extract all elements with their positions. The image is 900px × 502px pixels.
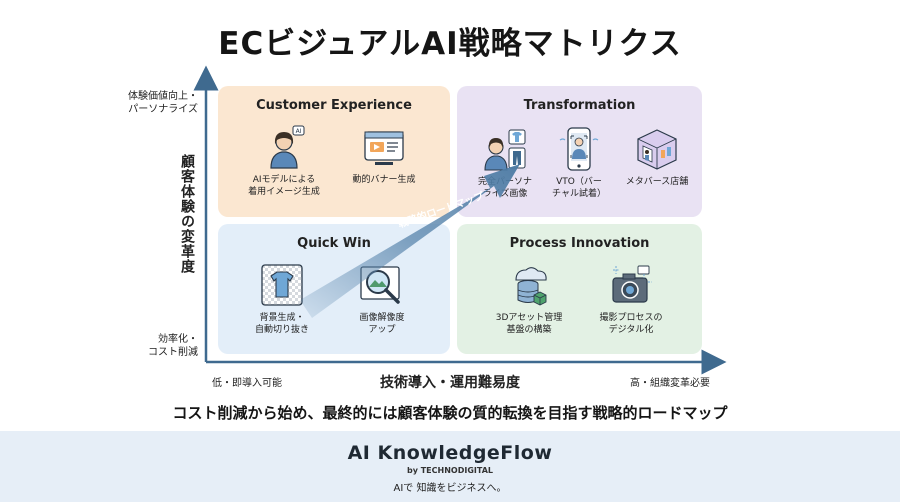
quadrant-title: Customer Experience — [256, 98, 412, 113]
quadrant-title: Quick Win — [297, 236, 371, 251]
metaverse-store-icon — [637, 129, 677, 170]
quadrant-title: Transformation — [523, 98, 636, 113]
quadrant-customer-experience: Customer Experience AI AIモデルによる 着用イメージ生成… — [218, 86, 450, 217]
x-axis-right-label: 高・組織変革必要 — [630, 378, 710, 389]
dynamic-banner-icon — [364, 131, 404, 165]
cloud-database-icon — [515, 267, 547, 306]
item-digital-photography: 撮影プロセスの デジタル化 — [585, 262, 677, 336]
personalized-outfit-icon — [484, 129, 526, 171]
item-image-upscale: 画像解像度 アップ — [336, 262, 428, 336]
item-label: 動的バナー生成 — [352, 175, 416, 185]
quadrant-process-innovation: Process Innovation 3Dアセット管理 基盤の構築 撮影プロセス… — [457, 224, 702, 354]
brand-byline: by TECHNODIGITAL — [407, 466, 493, 475]
image-upscale-magnifier-icon — [360, 266, 400, 304]
brand-name: AI KnowledgeFlow — [347, 442, 553, 464]
quadrant-transformation: Transformation 完全パーソナ ライズ画像 VTO（バー — [457, 86, 702, 217]
tshirt-cutout-icon — [261, 264, 303, 306]
y-axis-title: 顧客体験の変革度 — [179, 154, 195, 274]
footer-bar — [0, 431, 900, 502]
brand-tagline: AIで 知識をビジネスへ。 — [393, 483, 507, 494]
item-label: 撮影プロセスの デジタル化 — [599, 313, 663, 335]
page-title: ECビジュアルAI戦略マトリクス — [218, 26, 682, 62]
item-3d-asset-platform: 3Dアセット管理 基盤の構築 — [483, 262, 575, 336]
item-metaverse-store: メタバース店舗 — [613, 126, 701, 188]
y-axis-top-label: 体験価値向上・パーソナライズ — [128, 91, 198, 115]
item-ai-model-image: AI AIモデルによる 着用イメージ生成 — [238, 124, 330, 198]
item-label: VTO（バー チャル試着） — [552, 177, 606, 199]
svg-text:AI: AI — [296, 128, 302, 135]
item-background-cutout: 背景生成・ 自動切り抜き — [236, 262, 328, 336]
item-label: 画像解像度 アップ — [359, 313, 405, 335]
item-label: 背景生成・ 自動切り抜き — [254, 313, 309, 335]
item-dynamic-banner: 動的バナー生成 — [338, 124, 430, 186]
digital-camera-icon — [612, 265, 652, 303]
item-vto: VTO（バー チャル試着） — [539, 126, 619, 200]
ai-model-person-icon: AI — [270, 125, 305, 169]
item-label: メタバース店舗 — [625, 177, 689, 187]
x-axis-left-label: 低・即導入可能 — [212, 378, 282, 389]
item-label: AIモデルによる 着用イメージ生成 — [248, 175, 320, 197]
virtual-try-on-phone-icon — [559, 127, 599, 171]
summary-text: コスト削減から始め、最終的には顧客体験の質的転換を目指す戦略的ロードマップ — [172, 404, 728, 422]
y-axis-bottom-label: 効率化・コスト削減 — [148, 334, 198, 358]
item-label: 3Dアセット管理 基盤の構築 — [495, 313, 563, 335]
quadrant-quick-win: Quick Win 背景生成・ 自動切り抜き 画像解像度 — [218, 224, 450, 354]
x-axis-title: 技術導入・運用難易度 — [380, 375, 520, 391]
quadrant-title: Process Innovation — [509, 236, 650, 251]
